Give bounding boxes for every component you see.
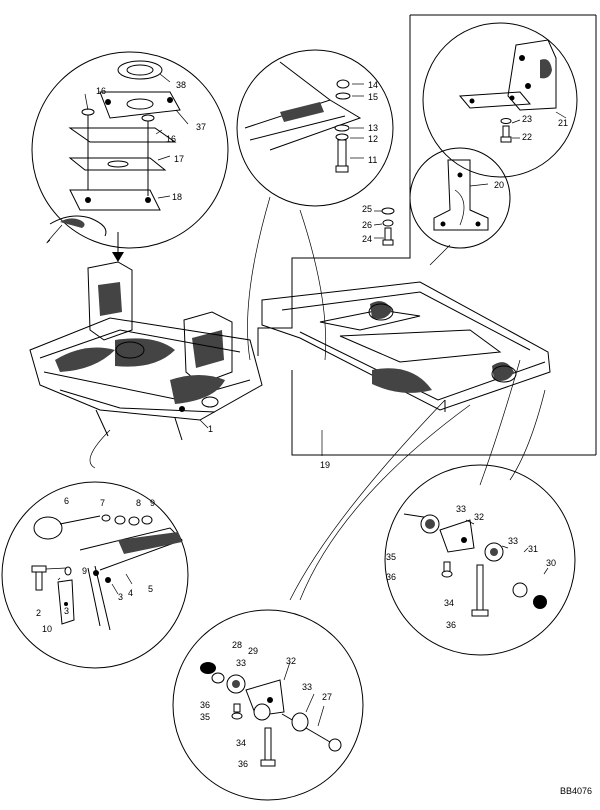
callout-37: 37: [196, 122, 206, 132]
detail-circle-front-mount: [172, 609, 364, 801]
callout-32: 32: [286, 656, 296, 666]
callout-26: 26: [362, 220, 372, 230]
detail-circle-bracket-20: [409, 147, 511, 249]
callout-33: 33: [302, 682, 312, 692]
callout-13: 13: [368, 123, 378, 133]
detail-circle-rear-mount: [384, 464, 576, 656]
detail-box-rear: [257, 14, 597, 456]
callout-34: 34: [444, 598, 454, 608]
callout-33: 33: [508, 536, 518, 546]
callout-38: 38: [176, 80, 186, 90]
callout-21: 21: [558, 118, 568, 128]
callout-30: 30: [546, 558, 556, 568]
callout-4: 4: [128, 588, 133, 598]
callout-34: 34: [236, 738, 246, 748]
callout-23: 23: [522, 114, 532, 124]
callout-25: 25: [362, 204, 372, 214]
callout-16: 16: [96, 86, 106, 96]
callout-24: 24: [362, 234, 372, 244]
callout-36: 36: [200, 700, 210, 710]
callout-11: 11: [368, 155, 377, 165]
callout-10: 10: [42, 624, 52, 634]
callout-14: 14: [368, 80, 378, 90]
front-subframe-left: [29, 261, 263, 441]
callout-9: 9: [82, 566, 87, 576]
callout-2: 2: [36, 608, 41, 618]
callout-12: 12: [368, 134, 378, 144]
callout-36: 36: [446, 620, 456, 630]
callout-1: 1: [208, 424, 213, 434]
callout-33: 33: [236, 658, 246, 668]
callout-36: 36: [386, 572, 396, 582]
reference-code: BB4076: [560, 786, 592, 796]
connector-lines: [46, 189, 546, 601]
callout-35: 35: [386, 552, 396, 562]
callout-9: 9: [150, 498, 155, 508]
callout-15: 15: [368, 92, 378, 102]
callout-36: 36: [238, 759, 248, 769]
callout-18: 18: [172, 192, 182, 202]
callout-22: 22: [522, 132, 532, 142]
callout-7: 7: [100, 498, 105, 508]
callout-19: 19: [320, 460, 330, 470]
detail-circle-towing-eye: [1, 481, 189, 669]
callout-28: 28: [232, 640, 242, 650]
callout-33: 33: [456, 504, 466, 514]
callout-16: 16: [166, 134, 176, 144]
rear-subframe-right: [261, 281, 551, 456]
callout-29: 29: [248, 646, 258, 656]
callout-27: 27: [322, 692, 332, 702]
detail-circle-bolt-stack: [236, 49, 394, 207]
callout-20: 20: [494, 180, 504, 190]
callout-31: 31: [528, 544, 538, 554]
detail-circle-mounting-plate: [31, 51, 229, 262]
callout-3: 3: [118, 592, 123, 602]
bolt-group-24-26: [373, 207, 395, 246]
callout-3: 3: [64, 606, 69, 616]
callout-5: 5: [148, 584, 153, 594]
detail-circle-bracket-21: [422, 22, 578, 178]
callout-8: 8: [136, 498, 141, 508]
callout-6: 6: [64, 496, 69, 506]
callout-17: 17: [174, 154, 184, 164]
callout-35: 35: [200, 712, 210, 722]
callout-32: 32: [474, 512, 484, 522]
